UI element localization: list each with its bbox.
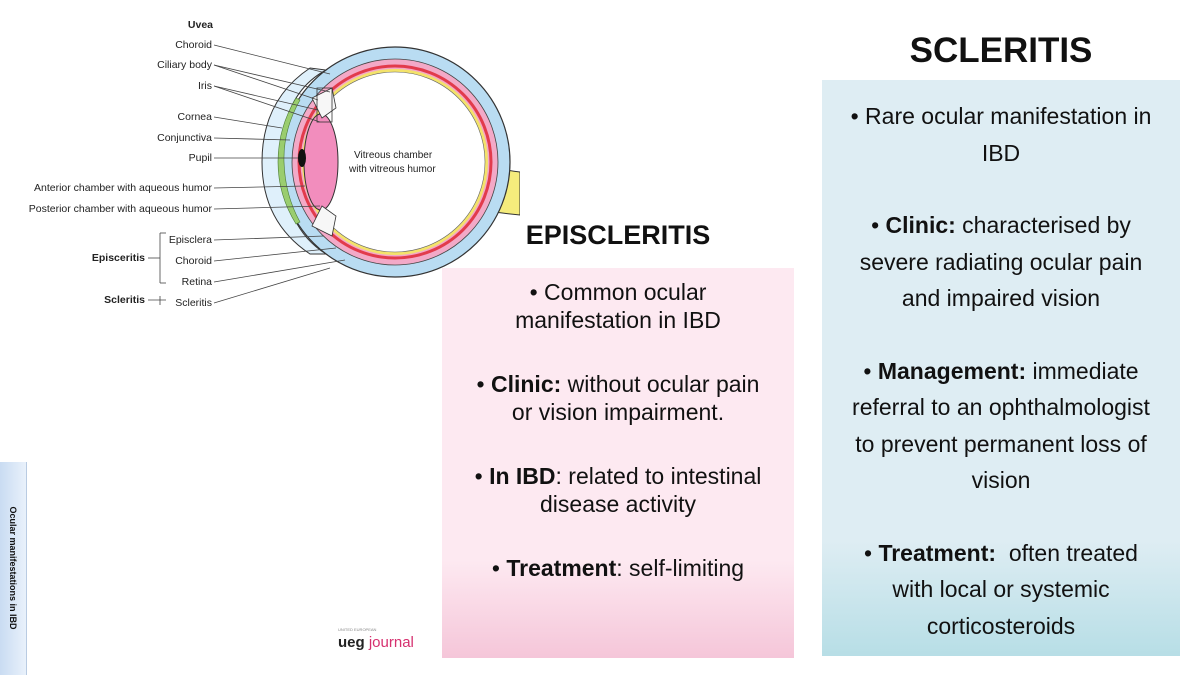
label-scleritis-layer: Scleritis: [175, 297, 212, 309]
item-prefix: •: [864, 539, 879, 566]
label-conjunctiva: Conjunctiva: [157, 132, 212, 144]
label-cornea: Cornea: [178, 111, 213, 123]
logo-small-text: UNITED EUROPEAN: [338, 627, 377, 632]
episcleritis-item-frequency: • Common ocular manifestation in IBD: [472, 278, 764, 334]
lens: [303, 113, 339, 211]
label-choroid-2: Choroid: [175, 255, 212, 267]
label-episcleritis-group: Episceritis: [92, 252, 145, 264]
side-tab-label: Ocular manifestations in IBD: [8, 506, 18, 630]
episcleritis-item-treatment: • Treatment: self-limiting: [472, 554, 764, 582]
side-tab: Ocular manifestations in IBD: [0, 462, 27, 675]
iris-upper: [316, 87, 333, 123]
ciliary-body-lower: [311, 205, 337, 237]
logo-ueg: ueg: [338, 634, 365, 651]
label-retina: Retina: [182, 276, 213, 288]
pupil: [298, 149, 306, 167]
label-scleritis-group: Scleritis: [104, 294, 145, 306]
ciliary-body-upper: [311, 87, 337, 119]
item-text: : self-limiting: [616, 555, 745, 581]
label-iris: Iris: [198, 80, 212, 92]
vitreous-label-line1: Vitreous chamber: [354, 150, 433, 161]
episcleritis-item-clinic: • Clinic: without ocular pain or vision …: [472, 370, 764, 426]
label-pupil: Pupil: [189, 152, 212, 164]
item-text: often treated with local or systemic cor…: [892, 539, 1145, 639]
scleritis-item-clinic: • Clinic: characterised by severe radiat…: [842, 207, 1160, 317]
item-text: : related to intestinal disease activity: [540, 463, 762, 517]
item-prefix: •: [476, 371, 491, 397]
eye-anatomy-diagram: Vitreous chamber with vitreous humor Uve…: [29, 19, 520, 309]
scleritis-heading: SCLERITIS: [909, 31, 1093, 70]
item-text: without ocular pain or vision impairment…: [511, 371, 760, 425]
label-ciliary-body: Ciliary body: [157, 59, 213, 71]
label-uvea: Uvea: [188, 19, 213, 31]
item-text: characterised by severe radiating ocular…: [859, 212, 1143, 311]
item-prefix: •: [491, 555, 507, 581]
episcleritis-heading: EPISCLERITIS: [525, 220, 711, 250]
item-bold-label: Treatment: [506, 555, 617, 581]
scleritis-item-treatment: • Treatment: often treated with local or…: [842, 535, 1160, 645]
label-anterior-chamber: Anterior chamber with aqueous humor: [34, 182, 213, 194]
item-bold-label: Treatment:: [878, 539, 997, 566]
logo-wordmark: ueg journal: [338, 634, 414, 651]
scleritis-panel: • Rare ocular manifestation in IBD • Cli…: [822, 80, 1180, 656]
item-text: immediate referral to an ophthalmologist…: [852, 357, 1150, 494]
scleritis-item-management: • Management: immediate referral to an o…: [842, 353, 1160, 499]
item-bold-label: In IBD: [489, 463, 556, 489]
item-text: • Common ocular manifestation in IBD: [515, 279, 721, 333]
item-prefix: •: [863, 357, 878, 384]
leader-lines: [148, 44, 346, 305]
logo-journal: journal: [368, 634, 414, 651]
scleritis-item-frequency: • Rare ocular manifestation in IBD: [842, 98, 1160, 171]
item-bold-label: Clinic:: [885, 212, 956, 238]
conjunctiva-layer: [277, 97, 301, 225]
episcleritis-panel: • Common ocular manifestation in IBD • C…: [442, 268, 794, 658]
label-choroid: Choroid: [175, 39, 212, 51]
vitreous-label-line2: with vitreous humor: [348, 164, 436, 175]
item-prefix: •: [871, 212, 886, 238]
item-prefix: •: [474, 463, 490, 489]
label-episclera: Episclera: [169, 234, 212, 246]
item-bold-label: Management:: [877, 357, 1027, 384]
episcleritis-item-in-ibd: • In IBD: related to intestinal disease …: [472, 462, 764, 518]
item-bold-label: Clinic:: [490, 371, 562, 397]
label-posterior-chamber: Posterior chamber with aqueous humor: [29, 203, 213, 215]
ueg-journal-logo: UNITED EUROPEAN ueg journal: [338, 627, 422, 657]
item-text: • Rare ocular manifestation in IBD: [850, 103, 1152, 166]
